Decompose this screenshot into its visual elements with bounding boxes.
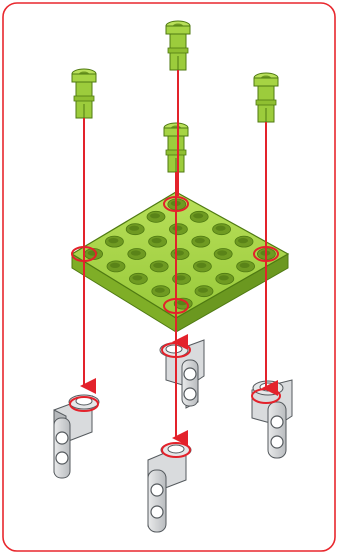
plate-hole-inner bbox=[195, 238, 205, 243]
plate-hole-inner bbox=[240, 263, 250, 268]
plate-hole-inner bbox=[198, 288, 208, 293]
plate-hole-inner bbox=[132, 275, 142, 280]
plate-hole-inner bbox=[176, 275, 186, 280]
plate-hole-inner bbox=[108, 238, 118, 243]
plate-hole-inner bbox=[153, 263, 163, 268]
green-pin-top bbox=[166, 21, 190, 70]
green-pin-right bbox=[254, 73, 278, 122]
plate-hole-inner bbox=[155, 288, 165, 293]
plate-hole-inner bbox=[129, 226, 139, 231]
plate-hole-inner bbox=[152, 238, 162, 243]
green-pin-center bbox=[164, 123, 188, 172]
plate-hole-inner bbox=[150, 213, 160, 218]
plate-hole-inner bbox=[193, 213, 203, 218]
plate-hole-inner bbox=[238, 238, 248, 243]
plate-hole-inner bbox=[110, 263, 120, 268]
plate-hole-inner bbox=[172, 226, 182, 231]
plate-hole-inner bbox=[219, 275, 229, 280]
plate-hole-inner bbox=[216, 226, 226, 231]
green-pin-left bbox=[72, 69, 96, 118]
plate-hole-inner bbox=[217, 250, 227, 255]
plate-hole-inner bbox=[196, 263, 206, 268]
plate-hole-inner bbox=[131, 250, 141, 255]
